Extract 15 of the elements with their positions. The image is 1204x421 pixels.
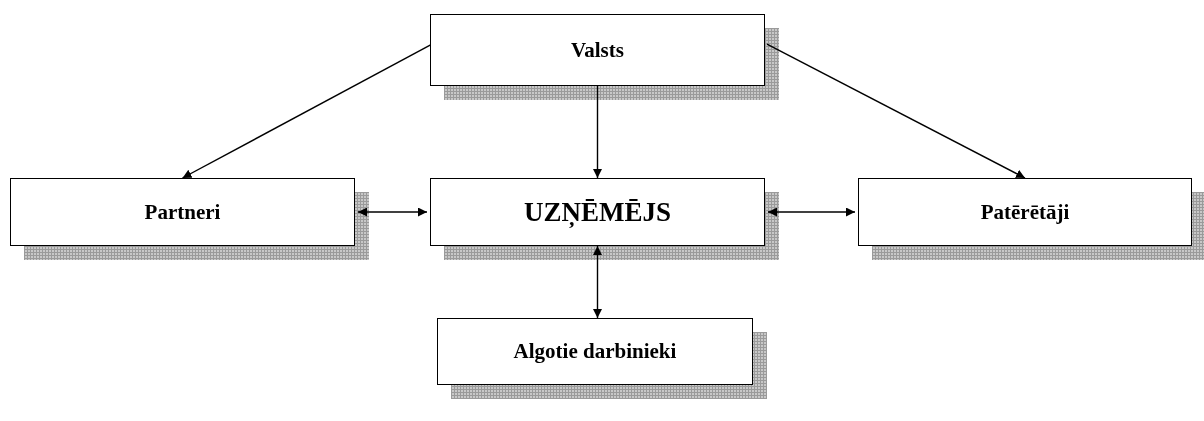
arrow	[357, 207, 428, 217]
entity-box	[437, 318, 753, 385]
entity-label: UZŅĒMĒJS	[524, 196, 671, 228]
entity-label: Valsts	[571, 37, 624, 63]
entity-box	[858, 178, 1192, 246]
entity-box	[10, 178, 355, 246]
arrow	[593, 245, 602, 319]
entity-label: Patērētāji	[980, 199, 1070, 225]
entity-box	[430, 14, 765, 86]
arrow	[593, 85, 602, 179]
arrow	[767, 207, 856, 217]
arrow	[766, 43, 1026, 179]
entity-label: Partneri	[144, 199, 221, 225]
entity-box	[430, 178, 765, 246]
entity-label: Algotie darbinieki	[513, 339, 677, 364]
